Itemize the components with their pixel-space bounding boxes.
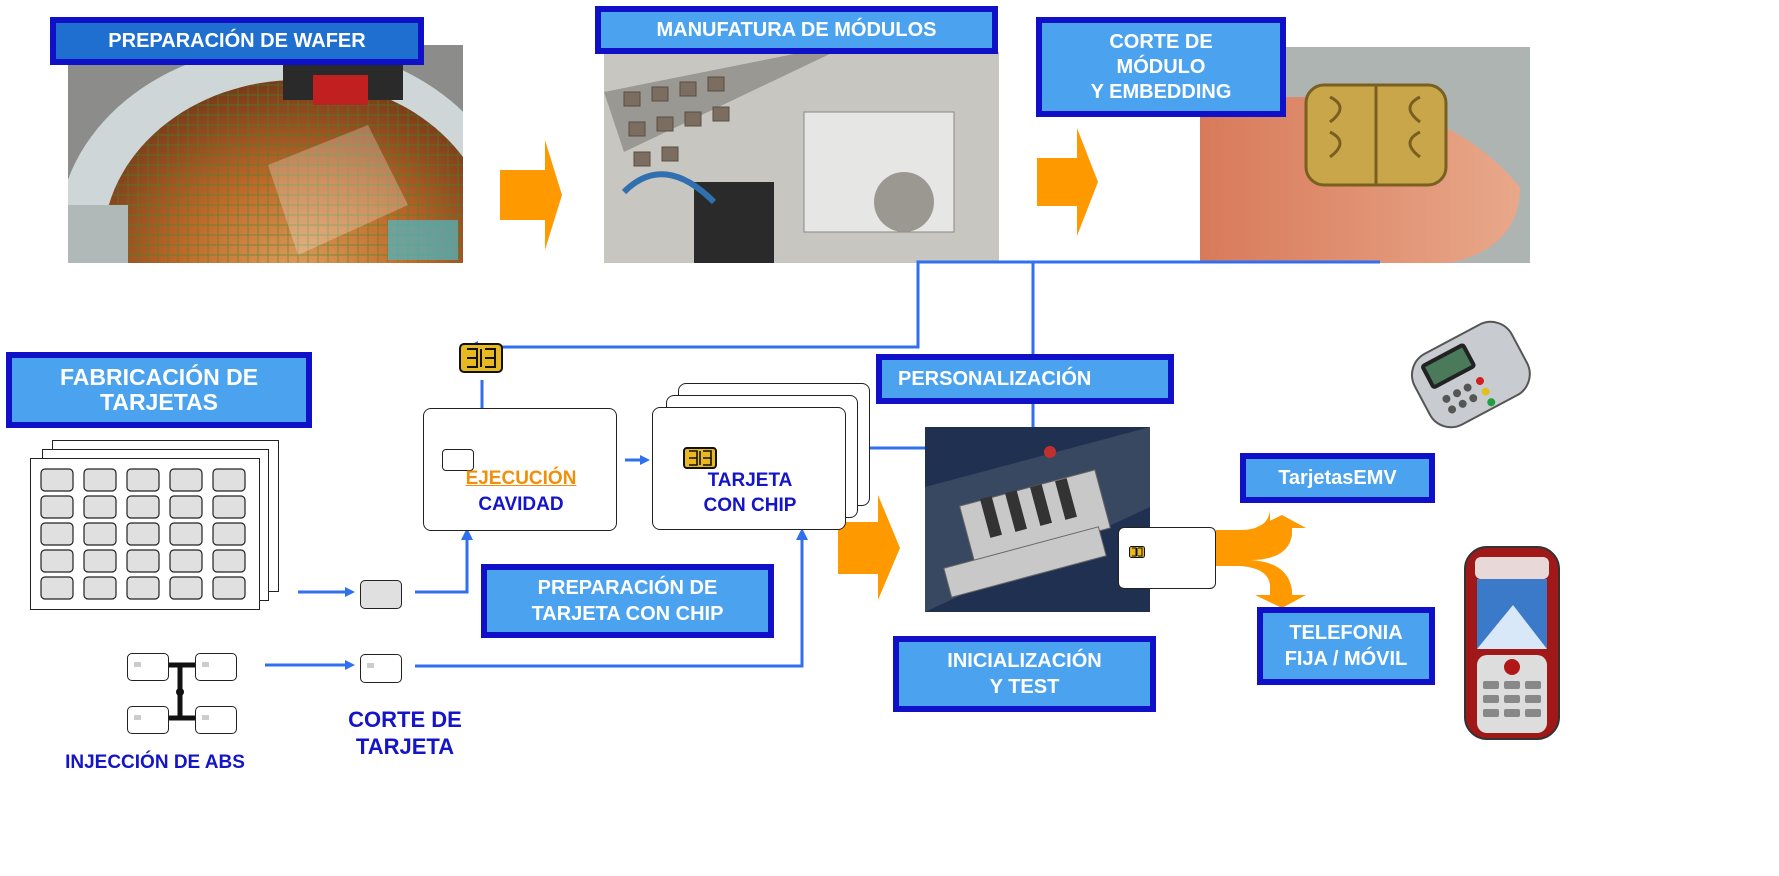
emv-card [1118, 527, 1216, 589]
flow-arrow-3 [838, 495, 900, 600]
mobile-phone-icon [1463, 545, 1561, 741]
pos-terminal-icon [1388, 305, 1553, 445]
chip-card: TARJETA CON CHIP [652, 407, 846, 530]
label-personalization: PERSONALIZACIÓN [876, 354, 1174, 404]
cavity-text: CAVIDAD [478, 494, 564, 515]
chip-icon [459, 343, 503, 373]
flow-arrow-2 [1037, 128, 1098, 236]
module-machine-photo [604, 52, 999, 263]
label-chip-card-prep: PREPARACIÓN DE TARJETA CON CHIP [481, 564, 774, 638]
flow-arrow-1 [500, 140, 562, 250]
test-machine-photo [925, 427, 1150, 612]
label-card-fabrication: FABRICACIÓN DE TARJETAS [6, 352, 312, 428]
chip-icon [683, 447, 717, 469]
label-card-cut: CORTE DE TARJETA [348, 707, 462, 759]
chip-icon [1129, 546, 1145, 558]
cut-card-white [360, 654, 402, 683]
label-emv-cards: TarjetasEMV [1240, 453, 1435, 503]
label-init-test: INICIALIZACIÓN Y TEST [893, 636, 1156, 712]
cavity-exec-text: EJECUCIÓN [465, 468, 577, 489]
cavity-card: EJECUCIÓN CAVIDAD [423, 408, 617, 531]
card-sheet [30, 458, 260, 610]
label-telephony: TELEFONIA FIJA / MÓVIL [1257, 607, 1435, 685]
label-module-manufacture: MANUFATURA DE MÓDULOS [595, 6, 998, 54]
chip-card-text: TARJETA CON CHIP [703, 470, 797, 516]
split-arrow [1216, 510, 1306, 608]
cut-card-gray [360, 580, 402, 609]
label-module-cut: CORTE DE MÓDULO Y EMBEDDING [1036, 17, 1286, 117]
label-wafer-prep: PREPARACIÓN DE WAFER [50, 17, 424, 65]
label-abs-injection: INJECCIÓN DE ABS [65, 752, 245, 773]
